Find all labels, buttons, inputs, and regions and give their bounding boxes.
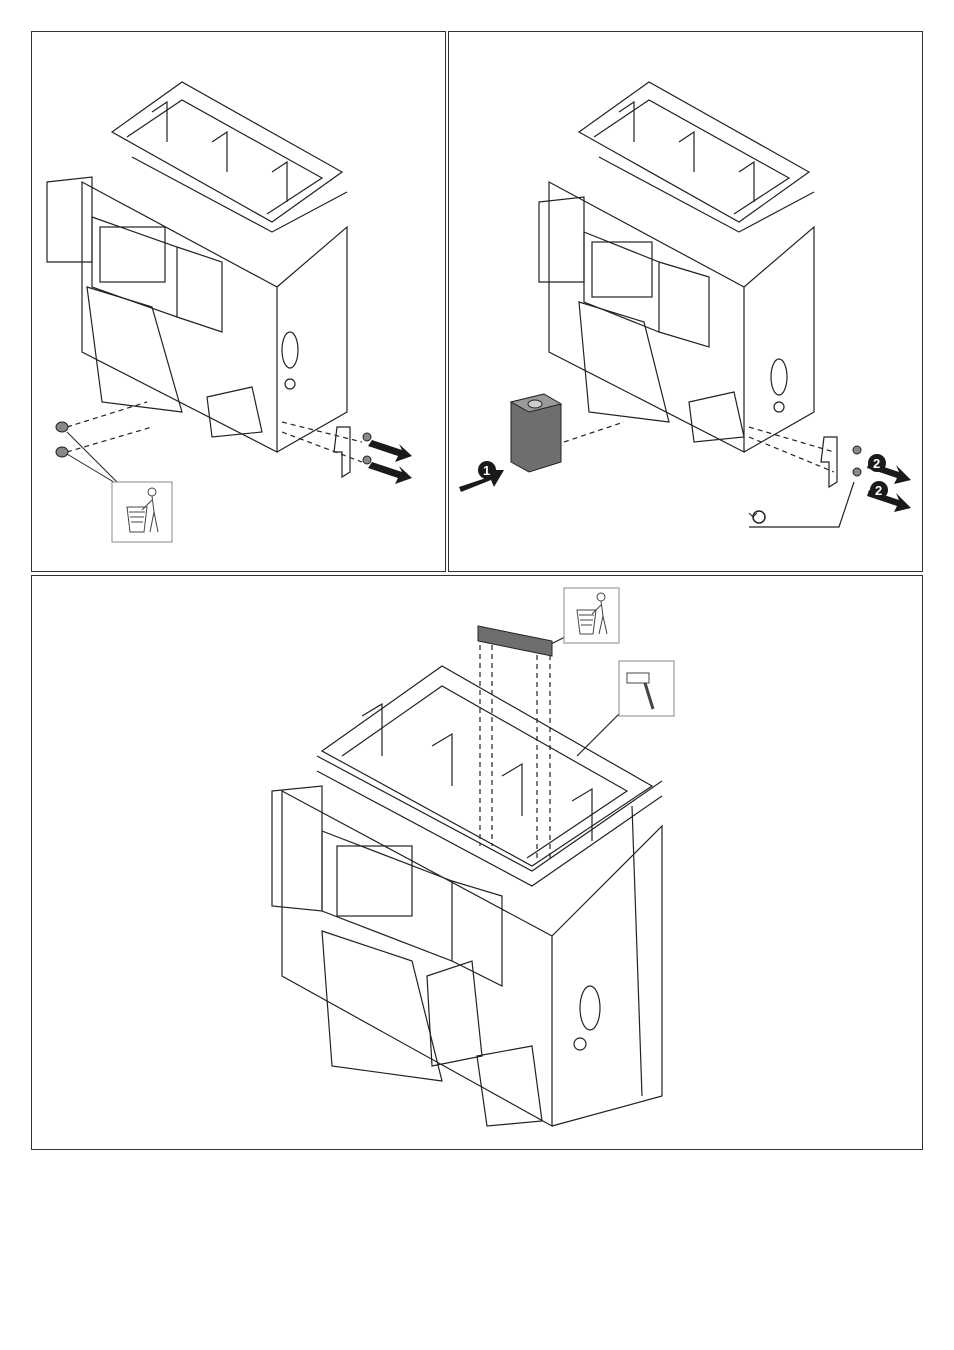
- nut-icon: [56, 422, 371, 464]
- step-1-arrow: 1: [459, 461, 504, 492]
- hammer-icon: [619, 661, 674, 716]
- breaker-illustration-1: [32, 32, 447, 573]
- step-label: 2: [873, 456, 880, 471]
- rotate-icon: [749, 511, 765, 523]
- panel-assembled: [31, 575, 923, 1150]
- step-label: 2: [875, 483, 882, 498]
- trash-bin-icon: [112, 482, 172, 542]
- panel-remove-parts: [31, 31, 446, 572]
- step-2-arrow: 2 2: [867, 454, 911, 512]
- panel-install-module: 1 2 2: [448, 31, 923, 572]
- step-label: 1: [483, 463, 490, 478]
- breaker-illustration-2: 1 2 2: [449, 32, 924, 573]
- trash-bin-icon: [564, 588, 619, 643]
- cover-strip: [478, 626, 552, 656]
- arrow-icon: [368, 440, 412, 484]
- breaker-illustration-3: [32, 576, 924, 1151]
- accessory-module: [511, 394, 561, 472]
